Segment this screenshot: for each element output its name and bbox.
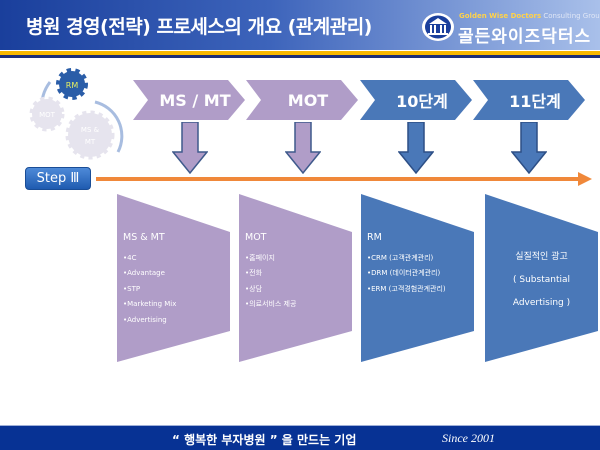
- navy-divider: [0, 55, 600, 58]
- gear-mot-label: MOT: [39, 111, 56, 119]
- list-item: •STP: [123, 284, 141, 293]
- step-3-button[interactable]: Step Ⅲ: [25, 167, 91, 190]
- list-item: •Advantage: [123, 269, 165, 277]
- stage-chevron-ms-mt: MS / MT: [133, 80, 245, 120]
- gear-msmt-label-1: MS &: [81, 126, 100, 134]
- stage-chevron-10: 10단계: [360, 80, 472, 120]
- gear-msmt-label-2: MT: [85, 138, 96, 146]
- list-item: •의료서비스 제공: [245, 300, 297, 308]
- card-line: 실질적인 광고: [515, 252, 568, 262]
- list-item: •CRM (고객관계관리): [367, 253, 434, 262]
- building-logo-icon: [422, 13, 454, 41]
- logo-english: Golden Wise Doctors Consulting Group: [459, 12, 600, 20]
- down-arrow-icon: [172, 122, 208, 174]
- down-arrow-icon: [285, 122, 321, 174]
- page-title: 병원 경영(전략) 프로세스의 개요 (관계관리): [26, 16, 372, 38]
- card-line: ( Substantial: [513, 275, 570, 285]
- stage-chevron-mot: MOT: [246, 80, 358, 120]
- down-arrow-icon: [511, 122, 547, 174]
- list-item: •ERM (고객경험관계관리): [367, 284, 446, 293]
- card-title: MS & MT: [123, 232, 165, 243]
- card-title: RM: [367, 232, 382, 243]
- card-title: MOT: [245, 232, 267, 243]
- list-item: •4C: [123, 253, 137, 262]
- card-ms-mt: MS & MT •4C •Advantage •STP •Marketing Mix •…: [117, 194, 230, 362]
- list-item: •Marketing Mix: [123, 300, 177, 308]
- stage-chevron-11: 11단계: [473, 80, 585, 120]
- timeline-arrow: [96, 172, 592, 186]
- list-item: •DRM (데이터관계관리): [367, 269, 441, 277]
- card-rm: RM •CRM (고객관계관리) •DRM (데이터관계관리) •ERM (고객경험…: [361, 194, 474, 362]
- gears-diagram-icon: RM MOT MS & MT: [29, 68, 124, 160]
- footer-bar: “ 행복한 부자병원 ” 을 만드는 기업 Since 2001: [0, 425, 600, 450]
- card-mot: MOT •홈페이지 •전화 •상담 •의료서비스 제공: [239, 194, 352, 362]
- list-item: •홈페이지: [245, 253, 275, 262]
- card-line: Advertising ): [512, 298, 571, 308]
- list-item: •상담: [245, 284, 263, 293]
- list-item: •전화: [245, 269, 263, 277]
- down-arrow-icon: [398, 122, 434, 174]
- gear-rm-label: RM: [66, 81, 79, 90]
- yellow-divider: [0, 51, 600, 55]
- list-item: •Advertising: [123, 315, 167, 324]
- header-banner: 병원 경영(전략) 프로세스의 개요 (관계관리) Golden Wise Do…: [0, 0, 600, 50]
- footer-slogan: “ 행복한 부자병원 ” 을 만드는 기업: [172, 433, 357, 447]
- logo-korean: 골든와이즈닥터스: [458, 27, 592, 47]
- footer-since: Since 2001: [442, 431, 495, 445]
